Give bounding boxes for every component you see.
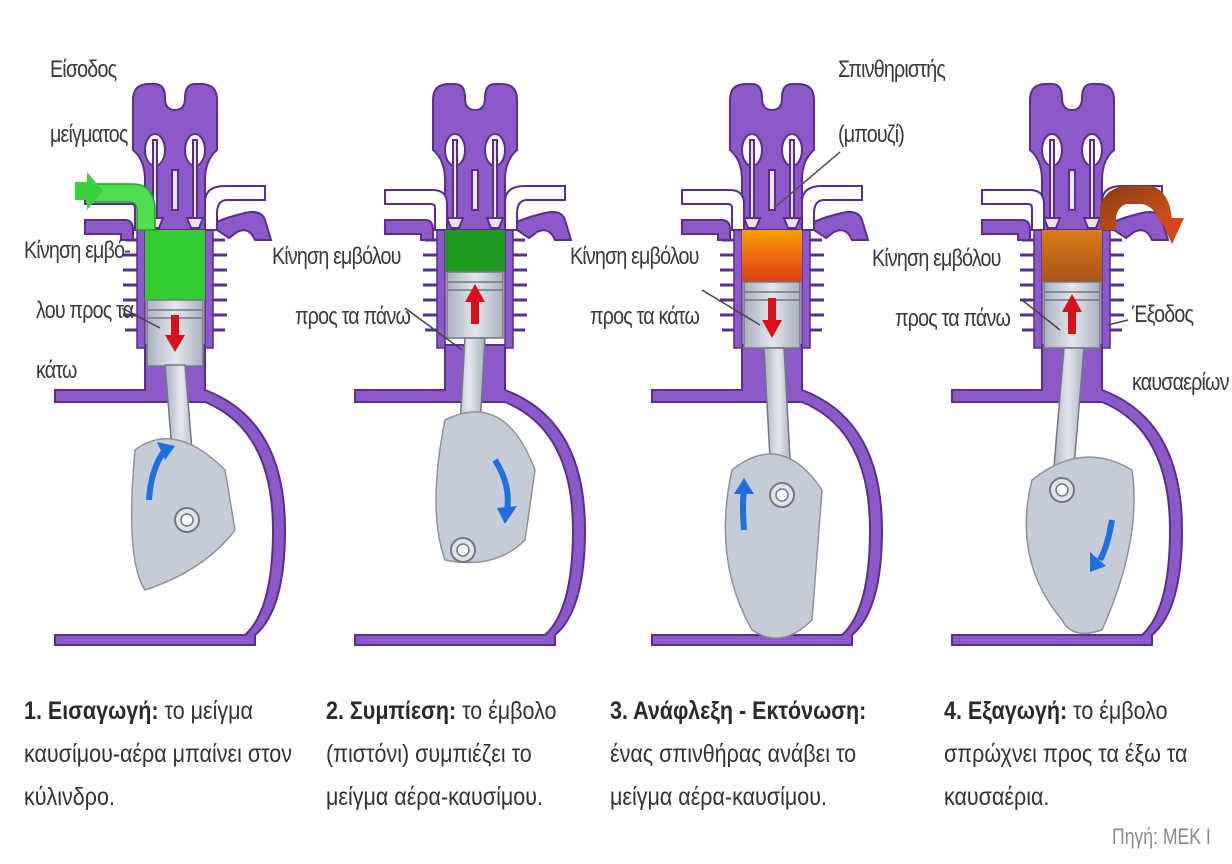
caption-1-line2: καυσίμου-αέρα μπαίνει στον bbox=[24, 733, 292, 776]
combustion-flame bbox=[742, 230, 802, 282]
exhaust-label-1: Έξοδος bbox=[1132, 300, 1193, 330]
stage-1-intake-engine bbox=[55, 84, 285, 645]
exhaust-label-2: καυσαερίων bbox=[1132, 368, 1229, 398]
piston-down-label-1c: κάτω bbox=[36, 356, 77, 386]
piston-up-label-2b: προς τα πάνω bbox=[295, 302, 410, 332]
stage-4-exhaust-engine bbox=[952, 84, 1184, 645]
piston-up-label-4a: Κίνηση εμβόλου bbox=[872, 244, 1001, 274]
caption-stroke-2: 2. Συμπίεση: το έμβολο (πιστόνι) συμπιέζ… bbox=[326, 690, 556, 819]
piston-down-label-3b: προς τα κάτω bbox=[590, 302, 699, 332]
caption-1-line3: κύλινδρο. bbox=[24, 776, 292, 819]
compressed-mixture bbox=[445, 230, 505, 272]
crankshaft bbox=[725, 454, 822, 638]
mixture-fill bbox=[145, 230, 205, 300]
caption-2-line2: (πιστόνι) συμπιέζει το bbox=[326, 733, 556, 776]
stage-2-compression-engine bbox=[355, 84, 585, 645]
crankshaft bbox=[436, 412, 535, 563]
caption-stroke-1: 1. Εισαγωγή: το μείγμα καυσίμου-αέρα μπα… bbox=[24, 690, 292, 819]
crankshaft bbox=[1026, 457, 1134, 633]
caption-stroke-4: 4. Εξαγωγή: το έμβολο σπρώχνει προς τα έ… bbox=[944, 690, 1187, 819]
burnt-gases bbox=[1042, 230, 1102, 282]
caption-3-line3: μείγμα αέρα-καυσίμου. bbox=[610, 776, 866, 819]
caption-4-line2: σπρώχνει προς τα έξω τα bbox=[944, 733, 1187, 776]
spark-plug-label-1: Σπινθηριστής bbox=[838, 55, 945, 85]
intake-label-line2: μείγματος bbox=[50, 120, 128, 150]
piston-up-label-2a: Κίνηση εμβόλου bbox=[272, 242, 401, 272]
piston-down-label-1b: λου προς τα bbox=[36, 296, 133, 326]
piston-down-label-3a: Κίνηση εμβόλου bbox=[570, 242, 699, 272]
piston-down-label-1a: Κίνηση εμβό- bbox=[24, 236, 130, 266]
caption-1-title: 1. Εισαγωγή: bbox=[24, 697, 159, 725]
intake-label-line1: Είσοδος bbox=[50, 55, 116, 85]
caption-4-line1: το έμβολο bbox=[1073, 697, 1167, 725]
caption-2-line3: μείγμα αέρα-καυσίμου. bbox=[326, 776, 556, 819]
caption-3-line2: ένας σπινθήρας ανάβει το bbox=[610, 733, 866, 776]
spark-plug-label-2: (μπουζί) bbox=[838, 120, 904, 150]
caption-4-title: 4. Εξαγωγή: bbox=[944, 697, 1067, 725]
caption-stroke-3: 3. Ανάφλεξη - Εκτόνωση: ένας σπινθήρας α… bbox=[610, 690, 866, 819]
caption-4-line3: καυσαέρια. bbox=[944, 776, 1187, 819]
caption-1-line1: το μείγμα bbox=[165, 697, 253, 725]
piston-up-label-4b: προς τα πάνω bbox=[895, 304, 1010, 334]
stage-3-power-engine bbox=[652, 84, 882, 645]
source-credit: Πηγή: ΜΕΚ Ι bbox=[1112, 824, 1211, 850]
caption-2-line1: το έμβολο bbox=[462, 697, 556, 725]
caption-3-title: 3. Ανάφλεξη - Εκτόνωση: bbox=[610, 697, 866, 725]
caption-2-title: 2. Συμπίεση: bbox=[326, 697, 456, 725]
